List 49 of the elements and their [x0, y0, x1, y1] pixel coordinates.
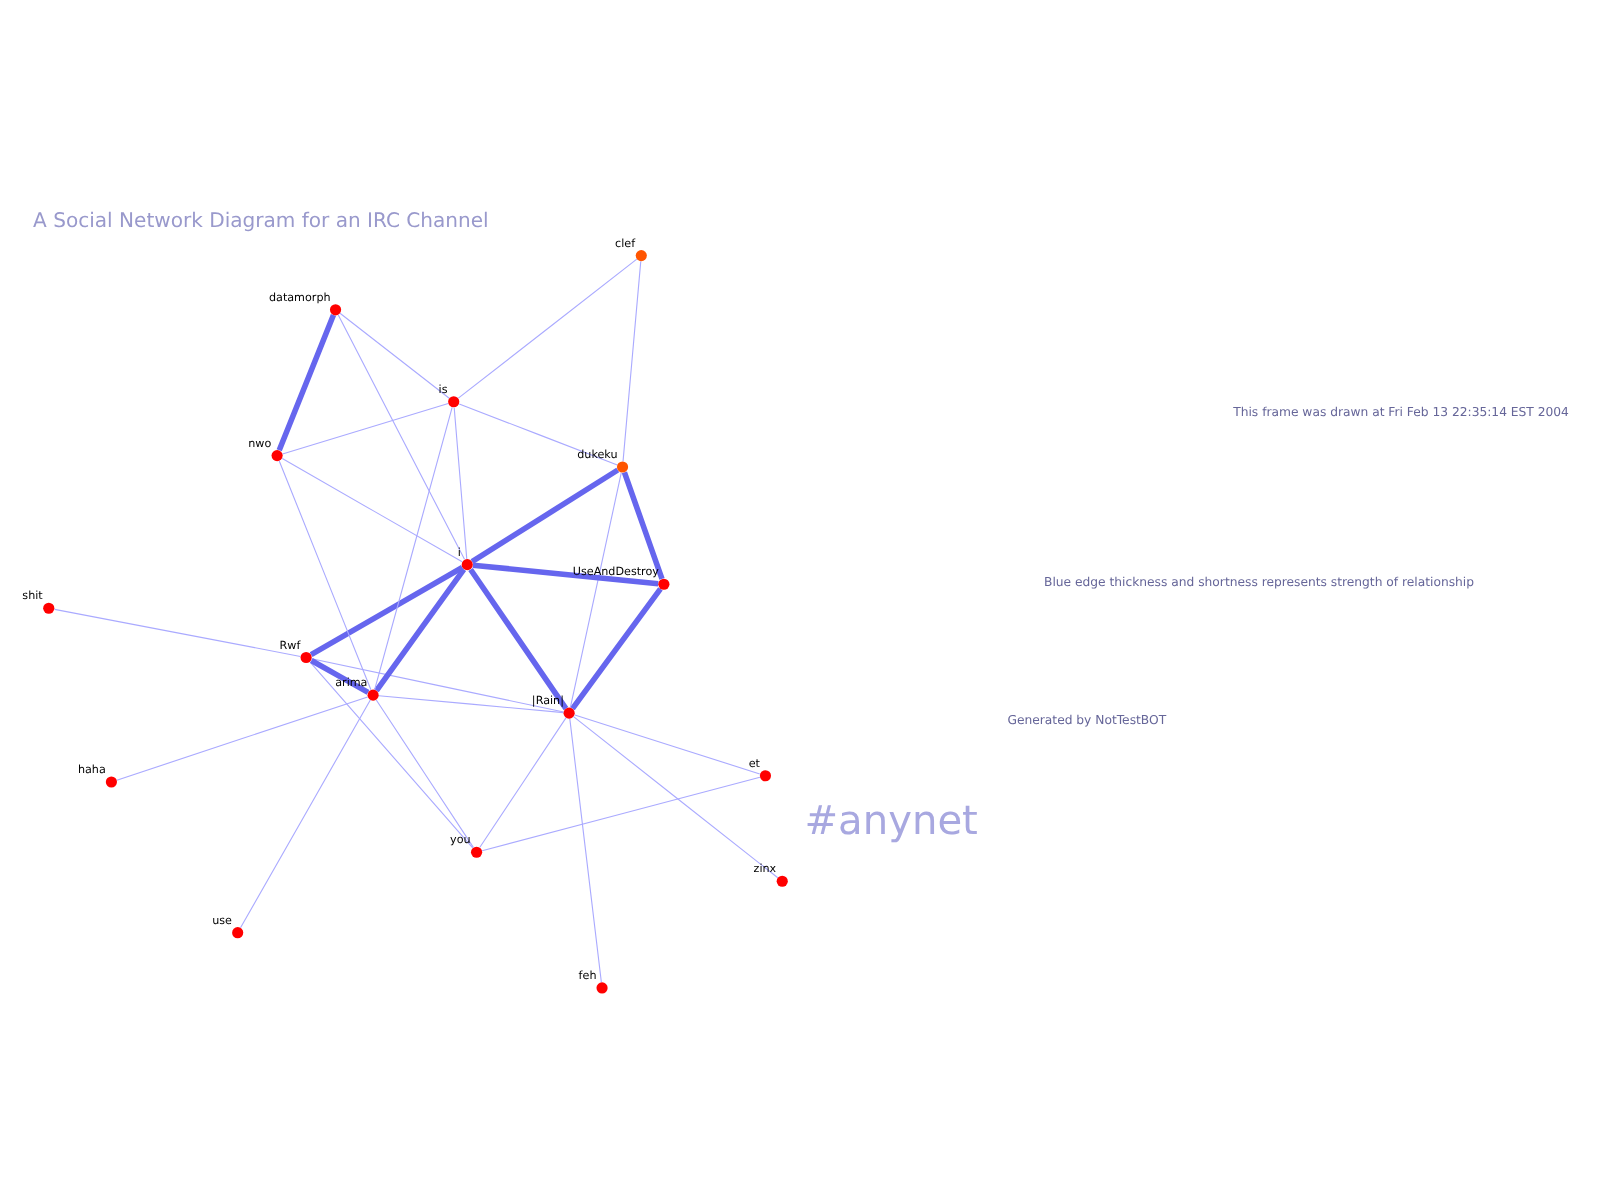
connector [278, 460, 372, 691]
connector [378, 695, 565, 714]
connector [309, 661, 474, 849]
connector [375, 699, 474, 848]
connector [374, 406, 453, 691]
node-circle [300, 651, 312, 664]
connector [479, 717, 567, 848]
connector [281, 458, 463, 563]
connector [337, 314, 466, 560]
node-circle [658, 578, 670, 590]
connector [276, 313, 337, 452]
connector [573, 716, 779, 879]
connector [311, 658, 565, 713]
connector [569, 718, 602, 983]
node-circle [563, 707, 575, 719]
node-circle [759, 770, 772, 782]
connector [468, 567, 569, 711]
connector [470, 467, 620, 564]
connector [309, 565, 464, 658]
connector [457, 258, 638, 399]
connector [621, 471, 665, 580]
connector [453, 407, 468, 560]
node-circle [616, 461, 629, 473]
connector [339, 312, 450, 399]
diagram-title: A Social Network Diagram for an IRC Channel [33, 211, 489, 234]
node-circle [461, 559, 473, 571]
node-circle [596, 982, 608, 994]
connector [374, 567, 467, 693]
connector [569, 471, 622, 709]
connector [570, 587, 663, 711]
node-circle [448, 396, 460, 408]
node-circle [776, 875, 788, 887]
node-circle [471, 846, 483, 858]
connector [281, 402, 449, 455]
connector [458, 403, 618, 466]
node-circle [271, 450, 283, 462]
node-circle [329, 304, 342, 316]
node-circle [367, 689, 379, 701]
connector [54, 608, 301, 657]
connector [116, 696, 369, 781]
node-circle [635, 250, 647, 262]
label: #anynet [804, 795, 978, 844]
node-circle [43, 602, 55, 614]
connector [481, 776, 761, 852]
connector [622, 260, 642, 462]
connector [239, 699, 371, 929]
connector [574, 714, 761, 775]
node-circle [232, 927, 244, 939]
node-circle [105, 776, 117, 788]
